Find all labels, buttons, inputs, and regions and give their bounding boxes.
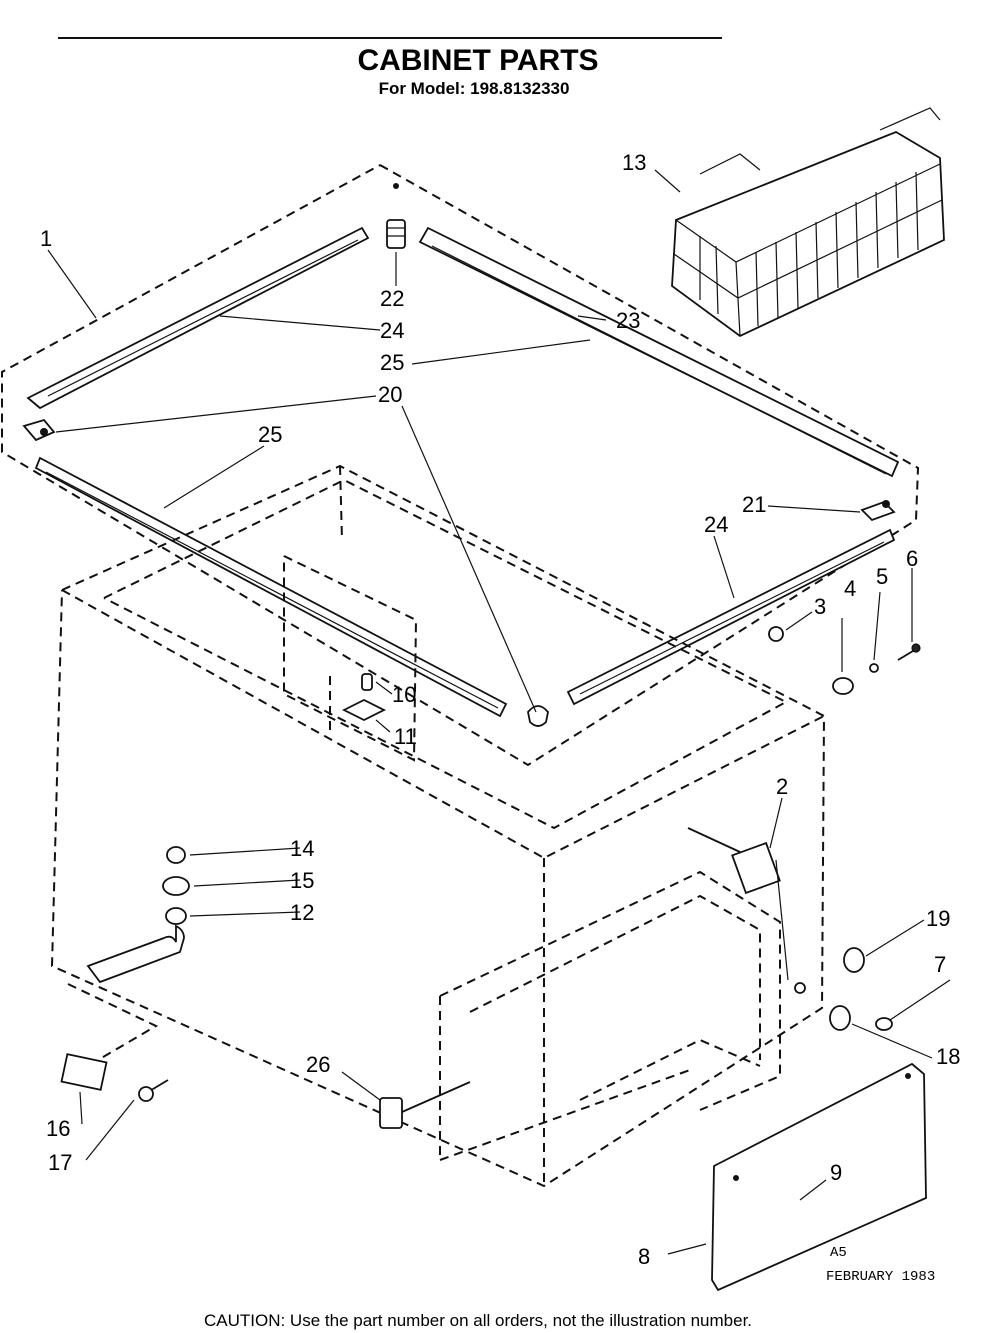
callout-5: 5 (876, 564, 888, 589)
lid-trims (26, 226, 900, 718)
callout-10: 10 (392, 682, 416, 707)
model-number: For Model: 198.8132330 (379, 79, 570, 98)
page-title: CABINET PARTS (357, 44, 598, 77)
basket (671, 107, 945, 338)
callout-13: 13 (622, 150, 646, 175)
callout-23: 23 (616, 308, 640, 333)
callout-20: 20 (378, 382, 402, 407)
callout-19: 19 (926, 906, 950, 931)
cabinet (50, 464, 826, 1188)
callout-1: 1 (40, 226, 52, 251)
callout-25-upper: 25 (380, 350, 404, 375)
callout-2: 2 (776, 774, 788, 799)
callout-24-lower: 24 (704, 512, 728, 537)
caution-note: CAUTION: Use the part number on all orde… (204, 1311, 752, 1330)
stamp-code: A5 (830, 1245, 847, 1261)
callout-7: 7 (934, 952, 946, 977)
lid (0, 164, 920, 767)
small-parts (22, 183, 927, 1292)
stamp-date: FEBRUARY 1983 (826, 1269, 935, 1285)
callout-6: 6 (906, 546, 918, 571)
callout-8: 8 (638, 1244, 650, 1269)
callout-9: 9 (830, 1160, 842, 1185)
callout-4: 4 (844, 576, 856, 601)
callout-12: 12 (290, 900, 314, 925)
callout-14: 14 (290, 836, 314, 861)
callout-3: 3 (814, 594, 826, 619)
callout-24-upper: 24 (380, 318, 404, 343)
callout-11: 11 (394, 724, 417, 749)
callout-17: 17 (48, 1150, 72, 1175)
leader-lines (47, 169, 951, 1255)
callout-21: 21 (742, 492, 766, 517)
callout-15: 15 (290, 868, 314, 893)
callout-22: 22 (380, 286, 404, 311)
callout-16: 16 (46, 1116, 70, 1141)
callout-18: 18 (936, 1044, 960, 1069)
callout-26: 26 (306, 1052, 330, 1077)
callout-labels: 1 2 3 4 5 6 7 8 9 10 11 12 13 14 15 16 1… (40, 150, 960, 1269)
callout-25-lower: 25 (258, 422, 282, 447)
